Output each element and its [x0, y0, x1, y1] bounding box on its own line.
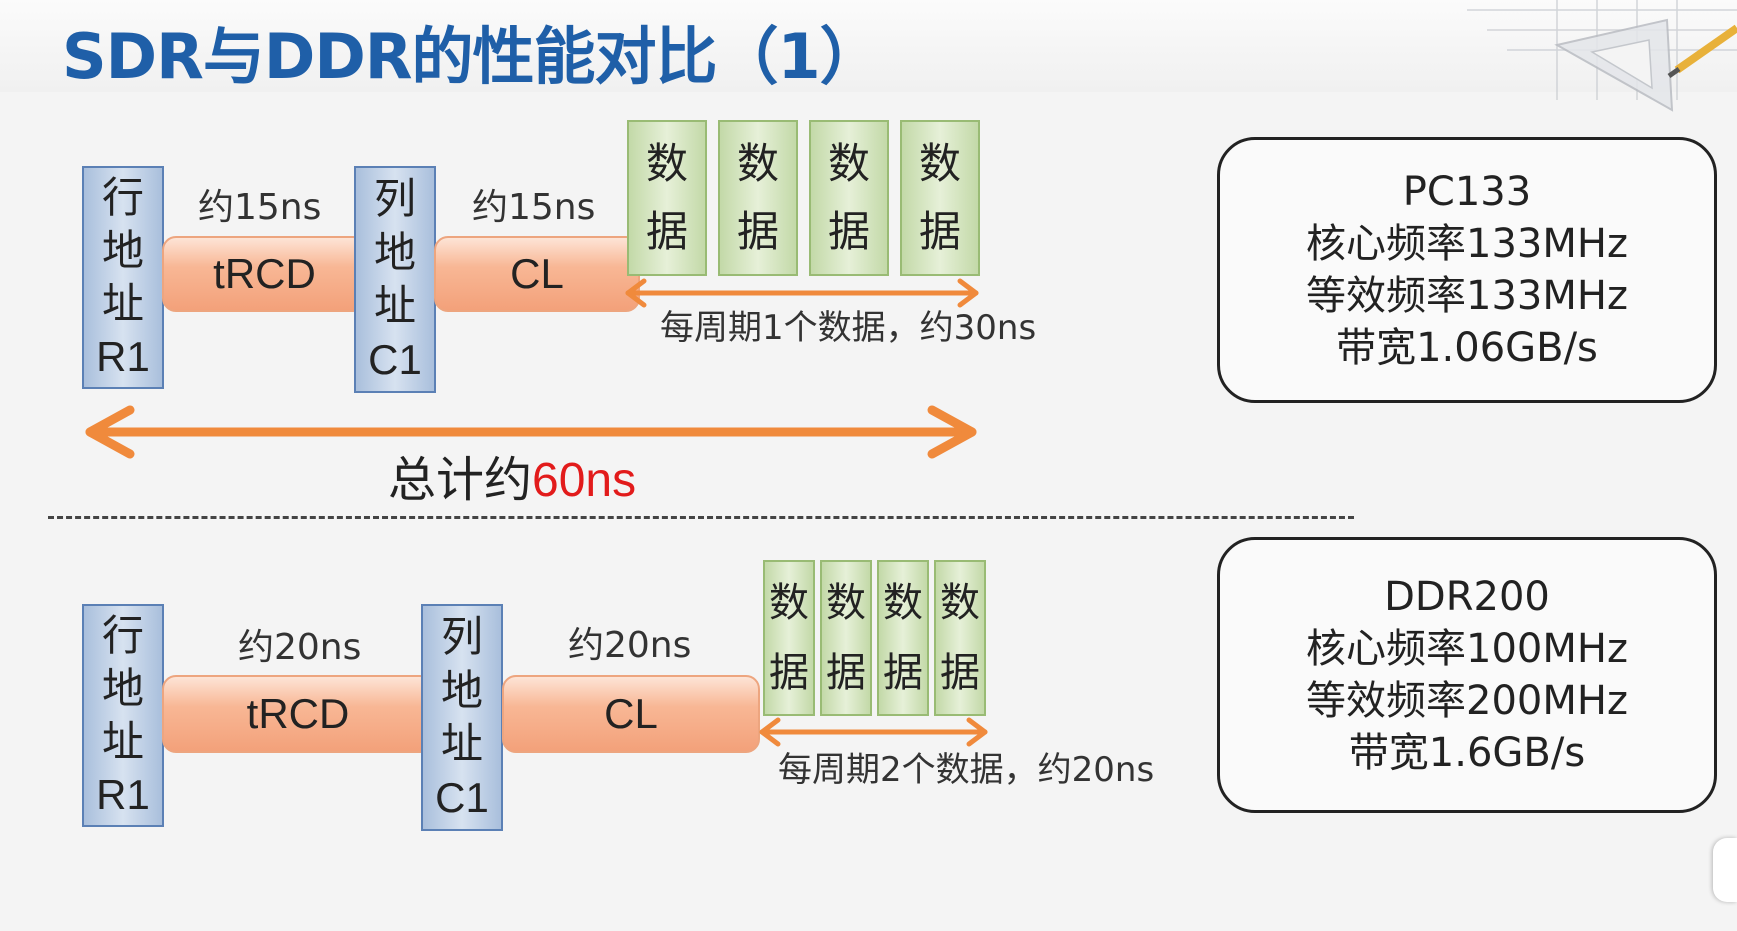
- ddr-trcd-time: 约20ns: [238, 627, 362, 668]
- sdr-data-block: 数 据: [627, 120, 707, 276]
- ddr200-info-box: DDR200 核心频率100MHz 等效频率200MHz 带宽1.6GB/s: [1217, 537, 1717, 813]
- ddr-trcd-pill: tRCD: [162, 675, 434, 753]
- info-bandwidth: 带宽1.06GB/s: [1336, 325, 1598, 371]
- info-bandwidth: 带宽1.6GB/s: [1348, 730, 1586, 776]
- row-addr-char: 地: [101, 664, 144, 714]
- row-addr-char: 址: [101, 716, 144, 766]
- sdr-row-address-block: 行 地 址 R1: [82, 166, 164, 389]
- sdr-trcd-pill: tRCD: [162, 236, 367, 312]
- sdr-trcd-time: 约15ns: [198, 187, 322, 228]
- slide-header: SDR与DDR的性能对比（1）: [0, 0, 1737, 112]
- row-addr-char: 行: [101, 173, 144, 223]
- info-name: DDR200: [1384, 574, 1550, 620]
- row-addr-char: 行: [101, 611, 144, 661]
- ddr-cl-pill: CL: [502, 675, 760, 753]
- sdr-cl-time: 约15ns: [472, 187, 596, 228]
- info-eq-freq: 等效频率133MHz: [1306, 273, 1628, 319]
- ddr-row-address-block: 行 地 址 R1: [82, 604, 164, 827]
- ddr-data-block: 数 据: [763, 560, 815, 716]
- ddr-data-block: 数 据: [934, 560, 986, 716]
- sdr-total-time: 总计约60ns: [388, 440, 636, 510]
- info-core-freq: 核心频率133MHz: [1306, 221, 1628, 267]
- side-panel-tab[interactable]: [1713, 838, 1737, 902]
- total-value: 60ns: [532, 454, 637, 507]
- ddr-cl-time: 约20ns: [568, 625, 692, 666]
- row-addr-char: 地: [101, 226, 144, 276]
- col-addr-label: C1: [435, 774, 489, 822]
- slide-title: SDR与DDR的性能对比（1）: [62, 20, 882, 93]
- ddr-data-block: 数 据: [820, 560, 872, 716]
- drafting-tools-decoration: [1467, 0, 1737, 112]
- sdr-data-block: 数 据: [900, 120, 980, 276]
- ddr-data-note: 每周期2个数据，约20ns: [778, 750, 1155, 790]
- col-addr-char: 地: [373, 227, 416, 277]
- info-name: PC133: [1402, 169, 1532, 215]
- row-addr-char: 址: [101, 278, 144, 328]
- sdr-data-block: 数 据: [809, 120, 889, 276]
- sdr-data-note: 每周期1个数据，约30ns: [660, 308, 1037, 348]
- col-addr-char: 址: [373, 281, 416, 331]
- col-addr-char: 地: [440, 665, 483, 715]
- sdr-cl-pill: CL: [434, 236, 640, 312]
- ddr-data-duration-arrow: [759, 717, 988, 747]
- col-addr-char: 址: [440, 719, 483, 769]
- sdr-col-address-block: 列 地 址 C1: [354, 166, 436, 393]
- section-divider: [48, 516, 1354, 519]
- pc133-info-box: PC133 核心频率133MHz 等效频率133MHz 带宽1.06GB/s: [1217, 137, 1717, 403]
- col-addr-char: 列: [373, 173, 416, 223]
- row-addr-label: R1: [96, 332, 150, 380]
- total-prefix: 总计约: [388, 452, 533, 508]
- ddr-col-address-block: 列 地 址 C1: [421, 604, 503, 831]
- col-addr-label: C1: [368, 336, 422, 384]
- info-core-freq: 核心频率100MHz: [1306, 626, 1628, 672]
- row-addr-label: R1: [96, 770, 150, 818]
- col-addr-char: 列: [440, 611, 483, 661]
- sdr-data-block: 数 据: [718, 120, 798, 276]
- ddr-data-block: 数 据: [877, 560, 929, 716]
- info-eq-freq: 等效频率200MHz: [1306, 678, 1628, 724]
